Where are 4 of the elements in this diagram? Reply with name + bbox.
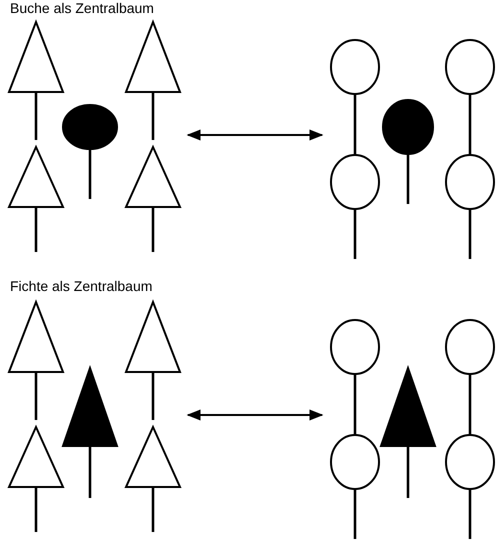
- section-heading: Fichte als Zentralbaum: [10, 278, 152, 294]
- double-arrow: [186, 129, 324, 141]
- section-heading: Buche als Zentralbaum: [10, 0, 154, 16]
- double-arrow: [186, 409, 324, 421]
